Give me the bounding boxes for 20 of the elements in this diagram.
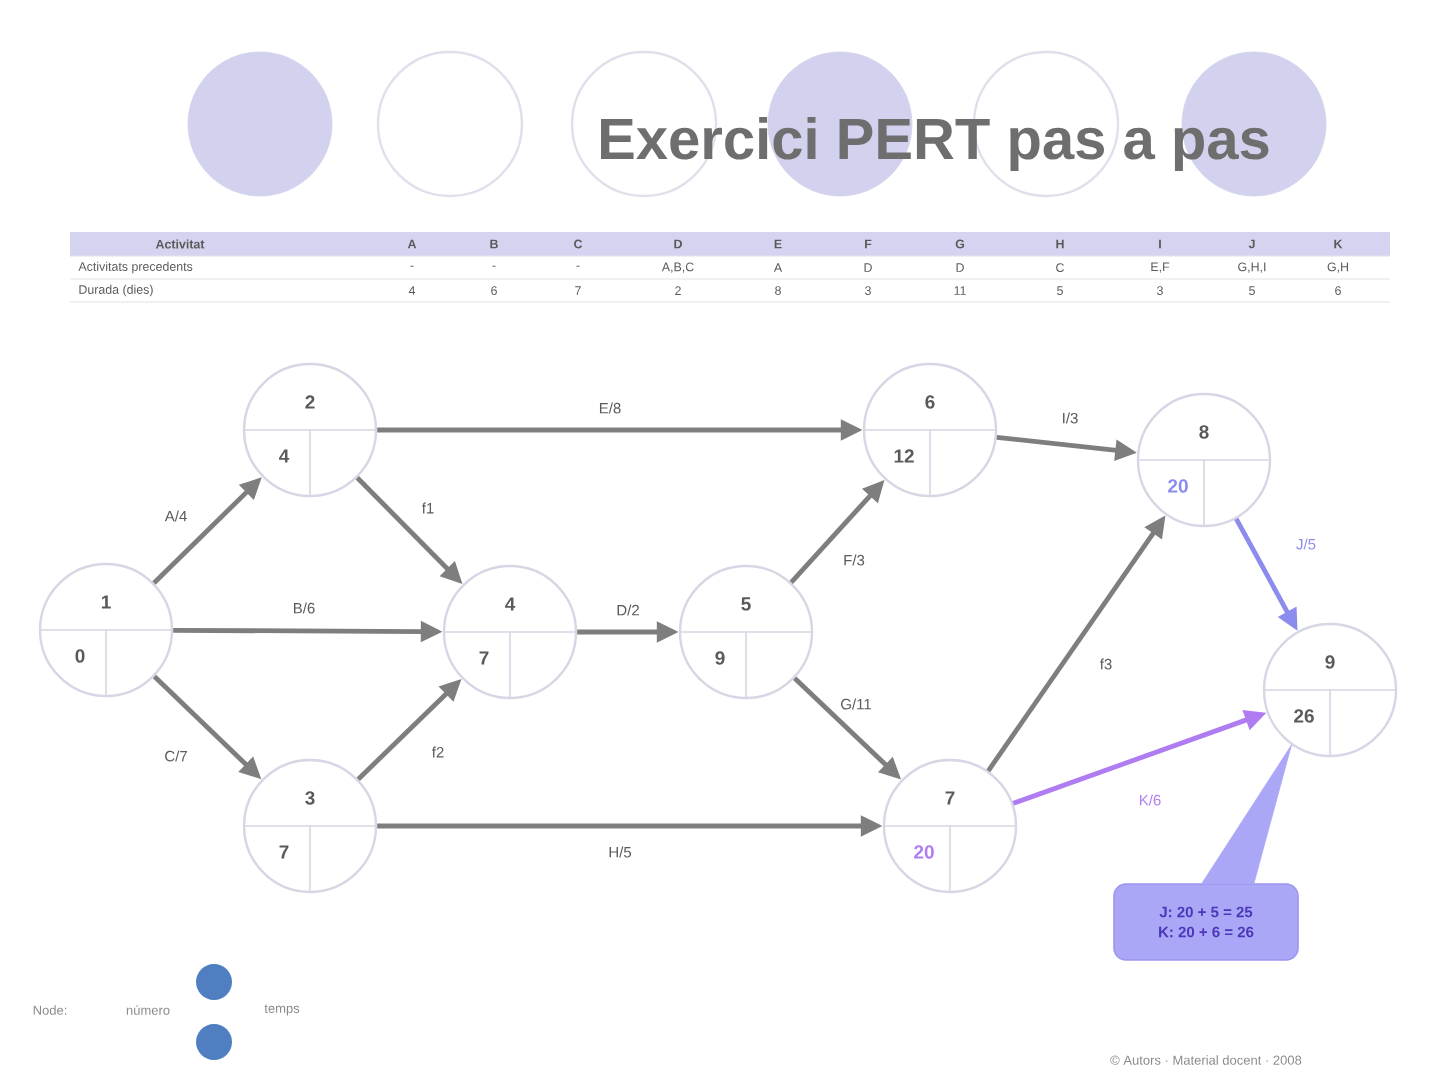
event-time: 20 (914, 845, 934, 859)
event-number: 3 (305, 791, 315, 805)
event-time: 26 (1294, 709, 1314, 723)
callout-pointer (1201, 744, 1292, 884)
event-time: 20 (1168, 479, 1188, 493)
event-number: 4 (505, 597, 516, 611)
event-time: 0 (75, 649, 85, 663)
event-number: 6 (925, 395, 935, 409)
event-time: 12 (894, 449, 914, 463)
event-number: 2 (305, 395, 315, 409)
event-number: 9 (1325, 655, 1335, 669)
event-time: 7 (279, 845, 289, 859)
event-number: 1 (101, 595, 111, 609)
title: Exercici PERT pas a pas (601, 116, 1269, 172)
event-time: 4 (279, 449, 290, 463)
event-number: 7 (945, 791, 955, 805)
event-number: 5 (741, 597, 751, 611)
event-time: 7 (479, 651, 489, 665)
event-time: 9 (715, 651, 725, 665)
event-number: 8 (1199, 425, 1209, 439)
